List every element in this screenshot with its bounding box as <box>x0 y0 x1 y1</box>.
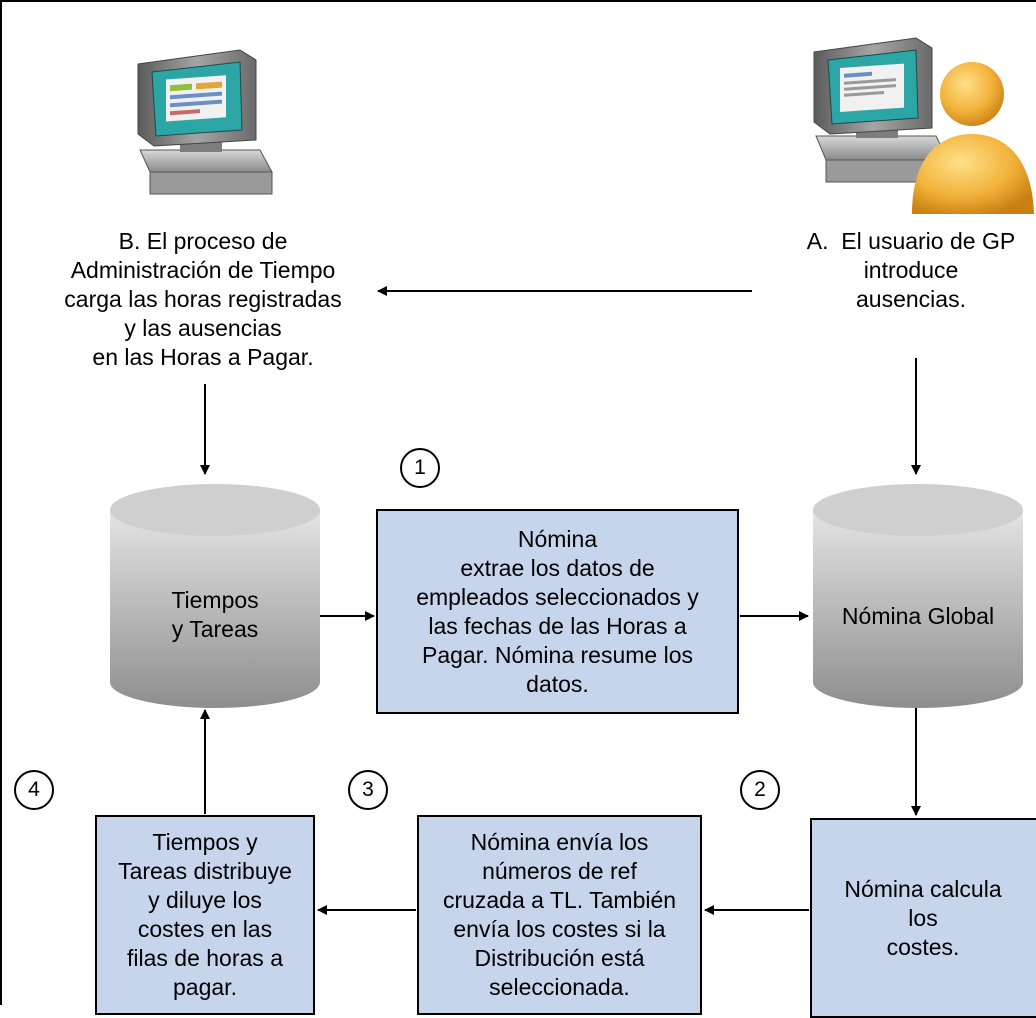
process-b-line-4: y las ausencias <box>124 315 282 341</box>
process-b-line-5: en las Horas a Pagar. <box>92 344 314 370</box>
distribute-line-4: costes en las <box>137 916 273 942</box>
desktop-computer-user-icon <box>813 37 1034 214</box>
distribute-line-1: Tiempos y <box>152 829 258 855</box>
distribute-line-5: filas de horas a <box>127 945 283 971</box>
desktop-computer-icon <box>137 49 273 195</box>
process-b-line-1: B. El proceso de <box>118 228 288 254</box>
user-a-label: A. El usuario de GP introduce ausencias. <box>776 227 1036 314</box>
extract-data-box: Nómina extrae los datos de empleados sel… <box>376 509 739 714</box>
distribute-line-2: Tareas distribuye <box>118 858 292 884</box>
extract-line-6: datos. <box>526 670 589 697</box>
calc-line-2: los <box>908 904 938 931</box>
step-4-badge: 4 <box>14 770 54 810</box>
extract-line-1: Nómina <box>517 525 598 552</box>
extract-line-3: empleados seleccionados y <box>416 583 699 610</box>
database-icon <box>110 484 320 708</box>
send-line-4: envía los costes si la <box>453 916 666 942</box>
send-line-1: Nómina envía los <box>470 829 649 855</box>
calc-line-3: costes. <box>886 933 960 960</box>
user-a-line-1: A. El usuario de GP <box>806 228 1016 254</box>
process-b-line-3: carga las horas registradas <box>64 286 342 312</box>
send-line-2: números de ref <box>482 858 637 884</box>
extract-line-2: extrae los datos de <box>460 554 655 581</box>
extract-line-4: las fechas de las Horas a <box>428 612 687 639</box>
distribute-line-6: pagar. <box>173 974 237 1000</box>
send-line-3: cruzada a TL. También <box>442 887 677 913</box>
send-line-5: Distribución está <box>474 945 645 971</box>
payroll-db-line-1: Nómina Global <box>841 603 995 629</box>
extract-line-5: Pagar. Nómina resume los <box>421 641 693 668</box>
time-db-line-2: y Tareas <box>171 616 259 642</box>
send-crossref-box: Nómina envía los números de ref cruzada … <box>417 815 702 1015</box>
database-icon <box>813 484 1023 708</box>
step-3-badge: 3 <box>348 770 388 810</box>
user-a-line-3: ausencias. <box>856 286 966 312</box>
step-1-badge: 1 <box>400 448 440 488</box>
time-tasks-database: Tiempos y Tareas <box>108 482 322 712</box>
time-db-line-1: Tiempos <box>171 587 259 613</box>
user-a-line-2: introduce <box>863 257 959 283</box>
distribute-costs-box: Tiempos y Tareas distribuye y diluye los… <box>95 815 315 1015</box>
step-2-badge: 2 <box>740 770 780 810</box>
send-line-6: seleccionada. <box>489 974 630 1000</box>
calc-line-1: Nómina calcula <box>844 875 1002 902</box>
global-payroll-database: Nómina Global <box>811 482 1025 712</box>
process-b-label: B. El proceso de Administración de Tiemp… <box>20 227 386 372</box>
distribute-line-3: y diluye los <box>148 887 262 913</box>
calculate-costs-box: Nómina calcula los costes. <box>810 818 1036 1018</box>
process-b-line-2: Administración de Tiempo <box>70 257 336 283</box>
